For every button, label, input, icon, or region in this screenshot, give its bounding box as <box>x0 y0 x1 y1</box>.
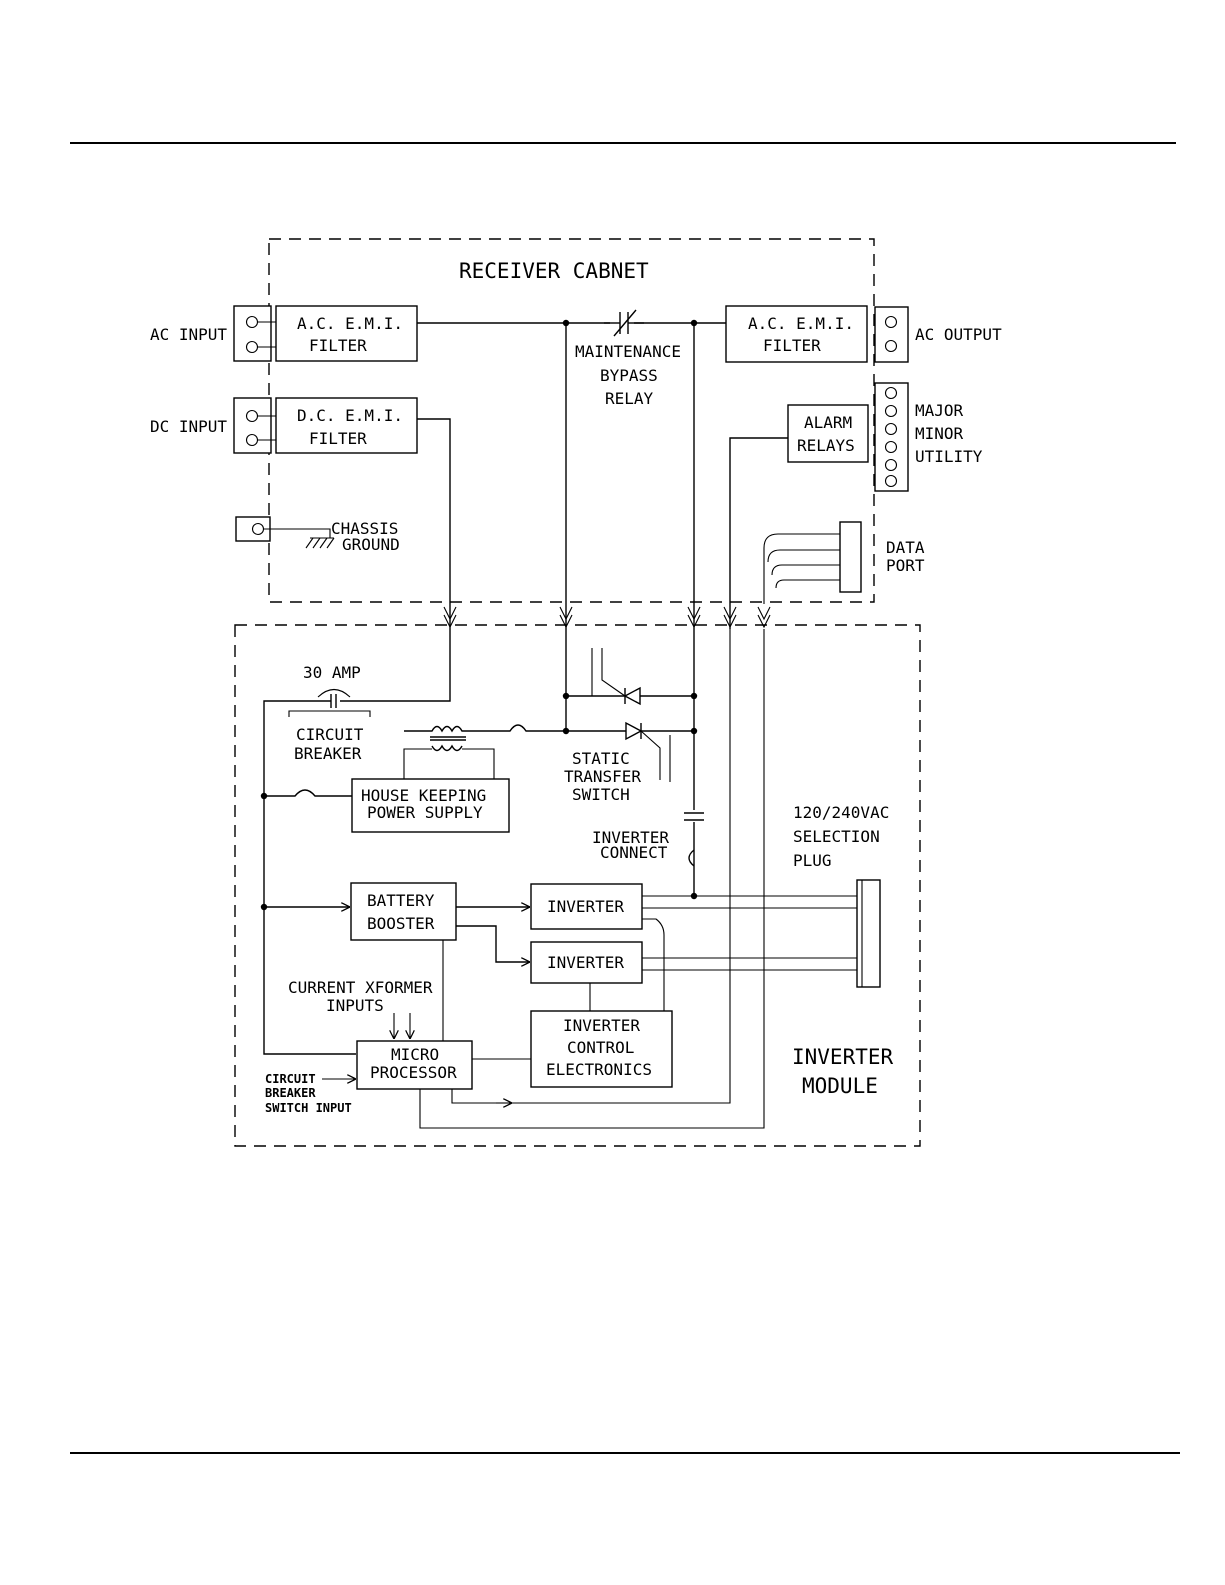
svg-text:FILTER: FILTER <box>309 336 367 355</box>
svg-text:RELAYS: RELAYS <box>797 436 855 455</box>
transformer-symbol <box>403 725 495 779</box>
inverter-connect-contact <box>684 810 704 867</box>
svg-text:A.C. E.M.I.: A.C. E.M.I. <box>748 314 854 333</box>
sts-label-1: STATIC <box>572 749 630 768</box>
svg-text:BATTERY: BATTERY <box>367 891 435 910</box>
maintenance-label-2: BYPASS <box>600 366 658 385</box>
data-port-label-2: PORT <box>886 556 925 575</box>
cb-label-1: CIRCUIT <box>296 725 364 744</box>
inverter-1: INVERTER <box>530 883 643 930</box>
battery-booster: BATTERY BOOSTER <box>350 882 457 941</box>
maintenance-bypass-relay-contact <box>604 309 644 337</box>
svg-text:PROCESSOR: PROCESSOR <box>370 1063 457 1082</box>
receiver-cabinet-title: RECEIVER CABNET <box>459 259 649 283</box>
hk-fuse-wire <box>264 789 352 797</box>
data-port-label: DATA <box>886 538 925 557</box>
svg-text:FILTER: FILTER <box>309 429 367 448</box>
selection-label-2: SELECTION <box>793 827 880 846</box>
alarm-relays: ALARM RELAYS <box>787 404 869 463</box>
dc-input-label: DC INPUT <box>150 417 227 436</box>
svg-text:FILTER: FILTER <box>763 336 821 355</box>
breaker-to-bus-wire <box>263 700 356 1055</box>
dc-input-terminal <box>233 397 276 454</box>
inverter-control-electronics: INVERTER CONTROL ELECTRONICS <box>530 1010 673 1088</box>
transformer-fuse-wire <box>494 724 566 732</box>
ct-label-2: INPUTS <box>326 996 384 1015</box>
cbsi-label-3: SWITCH INPUT <box>265 1101 352 1115</box>
inverter-connect-label-2: CONNECT <box>600 843 668 862</box>
inverter-connect-label-1: INVERTER <box>592 828 669 847</box>
selection-label-3: PLUG <box>793 851 832 870</box>
dc-emi-filter: D.C. E.M.I. FILTER <box>275 397 418 454</box>
ac-input-terminal <box>233 305 276 362</box>
cb-label-2: BREAKER <box>294 744 362 763</box>
svg-text:MICRO: MICRO <box>391 1045 439 1064</box>
ac-input-label: AC INPUT <box>150 325 227 344</box>
ct-label-1: CURRENT XFORMER <box>288 978 433 997</box>
dc-to-breaker-wire <box>340 629 451 702</box>
cbsi-label-1: CIRCUIT <box>265 1072 316 1086</box>
maintenance-label-1: MAINTENANCE <box>575 342 681 361</box>
svg-text:INVERTER: INVERTER <box>547 953 624 972</box>
minor-label: MINOR <box>915 424 964 443</box>
svg-text:ALARM: ALARM <box>804 413 852 432</box>
scr-upper <box>591 648 641 706</box>
svg-text:A.C. E.M.I.: A.C. E.M.I. <box>297 314 403 333</box>
output-emi-filter: A.C. E.M.I. FILTER <box>725 305 868 363</box>
inverter-module-boundary <box>234 624 921 1147</box>
housekeeping-power-supply: HOUSE KEEPING POWER SUPPLY <box>351 778 510 833</box>
svg-text:POWER SUPPLY: POWER SUPPLY <box>367 803 483 822</box>
data-port-connector <box>839 521 862 593</box>
connector-arrows <box>443 606 771 629</box>
data-port-wires <box>763 533 840 604</box>
svg-text:CONTROL: CONTROL <box>567 1038 634 1057</box>
sts-label-2: TRANSFER <box>564 767 641 786</box>
micro-to-data-wire <box>419 629 765 1129</box>
inverter-output-wires <box>642 895 857 971</box>
circuit-breaker-symbol <box>317 688 351 708</box>
alarm-terminal-block <box>874 382 909 492</box>
svg-text:ELECTRONICS: ELECTRONICS <box>546 1060 652 1079</box>
micro-to-alarm-wire <box>451 629 731 1104</box>
chassis-ground-terminal <box>235 516 335 549</box>
major-label: MAJOR <box>915 401 964 420</box>
circuit-breaker-bracket <box>288 710 371 717</box>
cbsi-label-2: BREAKER <box>265 1086 316 1100</box>
chassis-ground-label: CHASSIS <box>331 519 398 538</box>
ac-emi-filter: A.C. E.M.I. FILTER <box>275 305 418 362</box>
micro-processor: MICRO PROCESSOR <box>356 1040 473 1090</box>
svg-text:INVERTER: INVERTER <box>547 897 624 916</box>
utility-label: UTILITY <box>915 447 983 466</box>
scr-lower <box>625 721 671 782</box>
alarm-wire <box>729 437 788 629</box>
amp-label: 30 AMP <box>303 663 361 682</box>
selection-plug <box>856 879 881 988</box>
selection-label-1: 120/240VAC <box>793 803 889 822</box>
svg-text:INVERTER: INVERTER <box>563 1016 640 1035</box>
ac-output-terminal <box>874 306 909 363</box>
inverter-module-title-1: INVERTER <box>792 1045 894 1069</box>
sts-label-3: SWITCH <box>572 785 630 804</box>
inverter-module-title-2: MODULE <box>802 1074 878 1098</box>
inverter-2: INVERTER <box>530 941 643 984</box>
svg-text:D.C. E.M.I.: D.C. E.M.I. <box>297 406 403 425</box>
svg-text:HOUSE KEEPING: HOUSE KEEPING <box>361 786 486 805</box>
svg-text:BOOSTER: BOOSTER <box>367 914 435 933</box>
receiver-cabinet-boundary <box>268 238 875 603</box>
chassis-ground-label-2: GROUND <box>342 535 400 554</box>
dc-filter-wire <box>417 418 451 629</box>
booster-to-inverter2 <box>456 925 530 962</box>
maintenance-label-3: RELAY <box>605 389 654 408</box>
ac-output-label: AC OUTPUT <box>915 325 1002 344</box>
